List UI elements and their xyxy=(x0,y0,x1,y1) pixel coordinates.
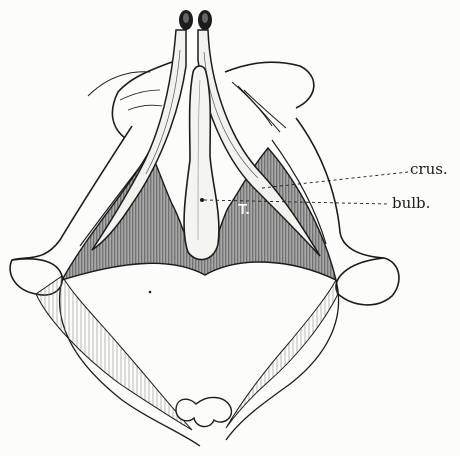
crus-label: crus. xyxy=(410,160,448,178)
sacrotuberous-ligament-left xyxy=(36,276,192,430)
membrane-label: T. xyxy=(238,201,250,218)
ischial-tuberosity-right xyxy=(336,258,399,305)
bulb-label: bulb. xyxy=(392,194,430,212)
crus-cut-ends xyxy=(179,10,212,30)
sacrotuberous-ligament-right xyxy=(226,280,338,428)
outlet-dot xyxy=(149,291,152,294)
pubic-bone-right xyxy=(225,62,314,108)
